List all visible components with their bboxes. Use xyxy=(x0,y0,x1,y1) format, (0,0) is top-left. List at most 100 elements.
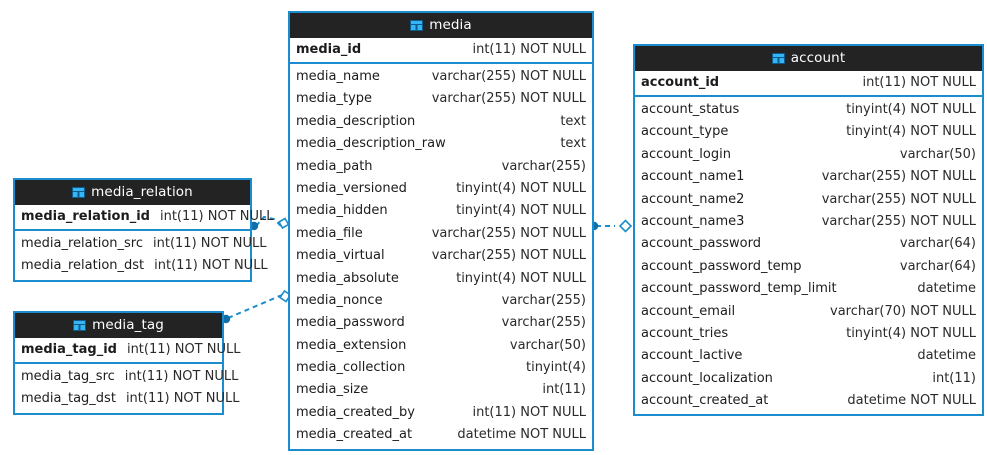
attribute-type: varchar(255) NOT NULL xyxy=(821,191,976,207)
attribute-name: media_type xyxy=(296,91,373,107)
attribute-name: account_localization xyxy=(641,370,773,386)
attribute-name: media_nonce xyxy=(296,292,383,308)
attribute-type: int(11) NOT NULL xyxy=(862,75,976,90)
attribute-name: media_description_raw xyxy=(296,136,446,152)
entity-pk-block: media_tag_id int(11) NOT NULL xyxy=(15,338,240,364)
entity-account[interactable]: account account_id int(11) NOT NULL acco… xyxy=(633,44,984,417)
attribute-row: account_email varchar(70) NOT NULL xyxy=(635,301,982,323)
attribute-type: varchar(255) xyxy=(501,292,586,308)
attribute-row: media_description_raw text xyxy=(290,133,592,155)
entity-pk-block: media_id int(11) NOT NULL xyxy=(290,38,592,64)
attribute-type: varchar(255) NOT NULL xyxy=(821,213,976,229)
attribute-name: media_description xyxy=(296,113,416,129)
attribute-name: media_created_at xyxy=(296,427,413,443)
attribute-type: int(11) NOT NULL xyxy=(124,369,239,384)
attribute-type: int(11) NOT NULL xyxy=(125,391,240,407)
attribute-type: varchar(255) NOT NULL xyxy=(431,69,586,84)
attribute-name: account_lactive xyxy=(641,348,743,364)
entity-title: account xyxy=(790,50,846,66)
entity-title: media_tag xyxy=(92,317,164,333)
entity-header-media: media xyxy=(290,13,592,38)
attribute-name: account_email xyxy=(641,303,736,319)
attribute-type: tinyint(4) NOT NULL xyxy=(456,270,586,286)
attribute-type: tinyint(4) xyxy=(525,360,586,376)
attribute-row: media_file varchar(255) NOT NULL xyxy=(290,223,592,245)
attribute-name: media_relation_src xyxy=(21,236,144,251)
attribute-name: media_relation_dst xyxy=(21,258,145,274)
attribute-row-pk: media_relation_id int(11) NOT NULL xyxy=(15,205,274,229)
attribute-type: tinyint(4) NOT NULL xyxy=(846,325,976,341)
attribute-name: media_versioned xyxy=(296,180,407,196)
attribute-name: account_type xyxy=(641,124,729,140)
attribute-type: tinyint(4) NOT NULL xyxy=(846,102,976,117)
attribute-type: varchar(255) NOT NULL xyxy=(821,169,976,185)
entity-media-relation[interactable]: media_relation media_relation_id int(11)… xyxy=(13,178,274,282)
entity-attributes: media_relation_src int(11) NOT NULL media… xyxy=(15,231,268,280)
entity-media-tag[interactable]: media_tag media_tag_id int(11) NOT NULL … xyxy=(13,311,240,415)
attribute-row-pk: account_id int(11) NOT NULL xyxy=(635,71,982,95)
attribute-row: account_password_temp varchar(64) xyxy=(635,256,982,278)
entity-pk-block: account_id int(11) NOT NULL xyxy=(635,71,982,97)
attribute-name: media_created_by xyxy=(296,404,415,420)
attribute-type: text xyxy=(560,136,586,152)
attribute-name: media_tag_src xyxy=(21,369,115,384)
entity-pk-block: media_relation_id int(11) NOT NULL xyxy=(15,205,274,231)
attribute-row: account_name1 varchar(255) NOT NULL xyxy=(635,166,982,188)
relationship-mediatag-media[interactable] xyxy=(221,289,292,324)
attribute-name: media_collection xyxy=(296,360,406,376)
attribute-type: varchar(64) xyxy=(899,258,976,274)
entity-media[interactable]: media media_id int(11) NOT NULL media_na… xyxy=(288,11,594,451)
attribute-name: account_name1 xyxy=(641,169,745,185)
attribute-row: media_nonce varchar(255) xyxy=(290,290,592,312)
attribute-type: int(11) NOT NULL xyxy=(154,258,268,274)
table-icon xyxy=(73,320,87,331)
attribute-type: varchar(255) NOT NULL xyxy=(431,248,586,264)
relationship-media-account[interactable] xyxy=(589,219,633,233)
attribute-row: account_login varchar(50) xyxy=(635,144,982,166)
attribute-name: media_file xyxy=(296,225,363,241)
attribute-name: account_tries xyxy=(641,325,729,341)
attribute-row-pk: media_tag_id int(11) NOT NULL xyxy=(15,338,240,362)
table-icon xyxy=(72,187,86,198)
entity-title: media xyxy=(429,17,472,33)
attribute-name: account_login xyxy=(641,146,731,162)
attribute-name: account_password_temp xyxy=(641,258,802,274)
attribute-name: account_name2 xyxy=(641,191,745,207)
attribute-type: varchar(50) xyxy=(899,146,976,162)
attribute-type: int(11) NOT NULL xyxy=(126,342,241,357)
attribute-name: account_password_temp_limit xyxy=(641,281,837,297)
attribute-name: media_tag_dst xyxy=(21,391,116,407)
attribute-type: datetime xyxy=(917,281,976,297)
entity-attributes: media_name varchar(255) NOT NULL media_ty… xyxy=(290,64,592,449)
attribute-name: media_hidden xyxy=(296,203,388,219)
table-icon xyxy=(771,53,785,64)
attribute-type: varchar(255) xyxy=(501,315,586,331)
attribute-type: text xyxy=(560,113,586,129)
entity-attributes: media_tag_src int(11) NOT NULL media_tag_… xyxy=(15,364,239,413)
attribute-name: media_tag_id xyxy=(21,342,117,357)
attribute-row: media_tag_src int(11) NOT NULL xyxy=(15,366,238,388)
attribute-type: varchar(70) NOT NULL xyxy=(830,303,976,319)
attribute-type: datetime NOT NULL xyxy=(847,393,976,409)
attribute-row: account_tries tinyint(4) NOT NULL xyxy=(635,323,982,345)
entity-title: media_relation xyxy=(91,184,193,200)
attribute-row: media_collection tinyint(4) xyxy=(290,357,592,379)
entity-header-media-relation: media_relation xyxy=(15,180,250,205)
attribute-type: varchar(50) xyxy=(509,337,586,353)
attribute-name: media_name xyxy=(296,69,380,84)
attribute-row: account_password_temp_limit datetime xyxy=(635,278,982,300)
attribute-name: media_relation_id xyxy=(21,209,150,224)
attribute-type: varchar(255) NOT NULL xyxy=(431,225,586,241)
attribute-row: media_name varchar(255) NOT NULL xyxy=(290,66,592,88)
attribute-row-pk: media_id int(11) NOT NULL xyxy=(290,38,592,62)
attribute-type: datetime xyxy=(917,348,976,364)
